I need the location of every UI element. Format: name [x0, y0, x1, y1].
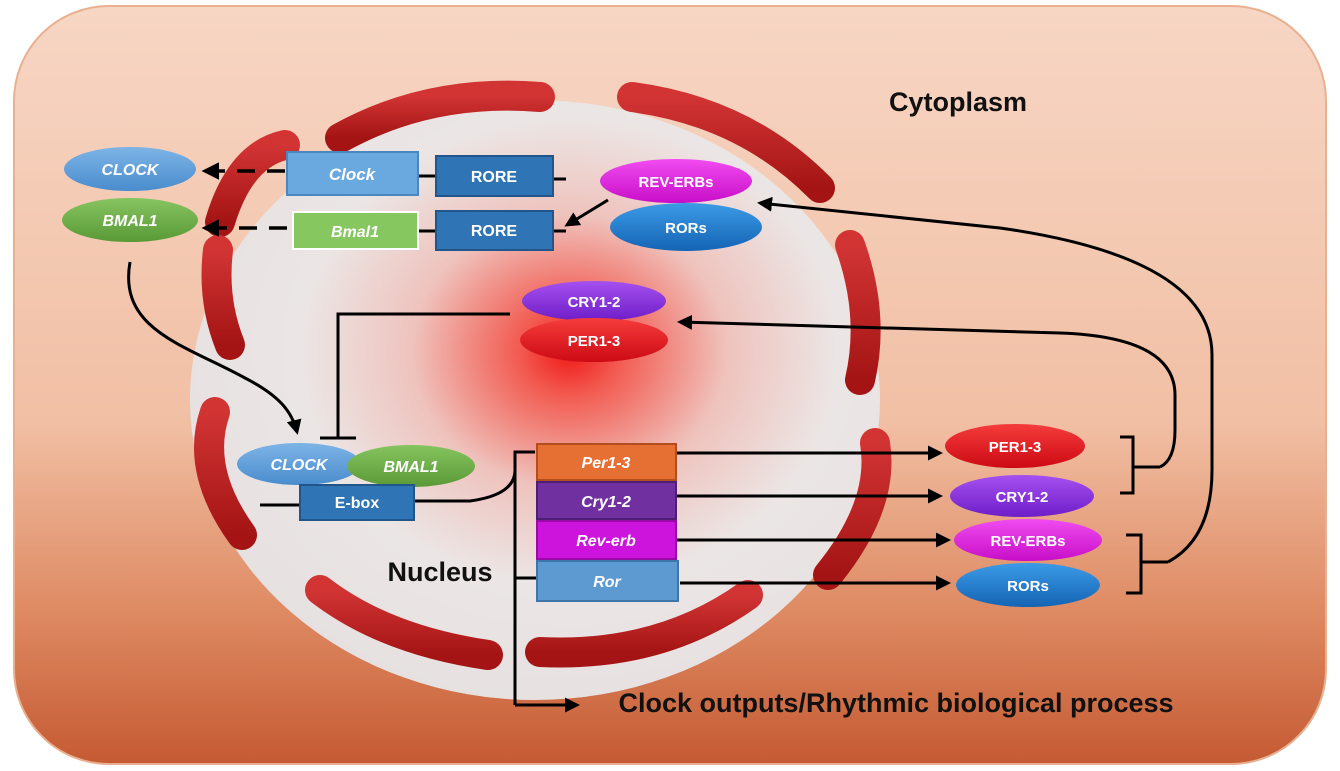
envelope-segment	[835, 230, 881, 395]
output-rors-protein: RORs	[956, 563, 1100, 607]
nuclear-envelope	[194, 80, 892, 670]
envelope-segment	[305, 575, 503, 670]
nuclear-per-label: PER1-3	[568, 333, 621, 350]
clock-complex-label: CLOCK	[271, 457, 329, 474]
rev-erb-gene-box: Rev-erb	[536, 520, 677, 560]
bmal1-gene-box: Bmal1	[292, 211, 419, 250]
bmal1-import-arrow	[127, 261, 302, 435]
connectors	[127, 162, 1214, 713]
rore-bottom-box: RORE	[435, 210, 554, 251]
per-gene-label: Per1-3	[582, 455, 631, 472]
outputs-label: Clock outputs/Rhythmic biological proces…	[618, 688, 1173, 718]
cry-gene-label: Cry1-2	[581, 494, 631, 511]
rore-top-label: RORE	[471, 169, 518, 186]
rev-ror-bracket	[1126, 533, 1168, 595]
cytoplasm-clock-label: CLOCK	[102, 162, 160, 179]
clock-gene-box: Clock	[286, 151, 419, 196]
rev-ror-feedback-arrow	[757, 196, 1214, 564]
cytoplasm-bmal1-protein: BMAL1	[62, 198, 198, 242]
envelope-segment	[325, 80, 555, 153]
cytoplasm-bmal1-label: BMAL1	[102, 213, 157, 230]
envelope-segment	[194, 397, 257, 550]
output-per-protein: PER1-3	[945, 424, 1085, 468]
nuclear-rors-protein: RORs	[610, 203, 762, 251]
output-per-label: PER1-3	[989, 439, 1042, 456]
rev-erbs-rore-arrow	[564, 198, 609, 227]
nuclear-cry-label: CRY1-2	[568, 294, 621, 311]
nuclear-rev-erbs-label: REV-ERBs	[638, 174, 713, 191]
ebox-bracket	[414, 450, 538, 705]
nuclear-rors-label: RORs	[665, 220, 707, 237]
nucleus-label: Nucleus	[387, 557, 492, 587]
envelope-segment	[813, 428, 892, 590]
output-rors-label: RORs	[1007, 578, 1049, 595]
ror-gene-box: Ror	[536, 560, 679, 602]
envelope-segment	[525, 580, 763, 668]
cry-per-inhibition	[336, 312, 510, 438]
nuclear-cry-protein: CRY1-2	[522, 281, 666, 321]
per-cry-bracket	[1120, 435, 1160, 495]
rore-bottom-label: RORE	[471, 223, 518, 240]
ebox-label: E-box	[335, 495, 380, 512]
per-gene-box: Per1-3	[536, 443, 677, 481]
clock-gene-label: Clock	[329, 165, 377, 184]
nuclear-per-protein: PER1-3	[520, 318, 668, 362]
bmal1-gene-label: Bmal1	[331, 224, 379, 241]
cytoplasm-label: Cytoplasm	[889, 87, 1027, 117]
output-cry-protein: CRY1-2	[950, 475, 1094, 517]
cry-gene-box: Cry1-2	[536, 481, 677, 520]
rore-top-box: RORE	[435, 155, 554, 197]
output-rev-erbs-protein: REV-ERBs	[954, 519, 1102, 561]
envelope-segment	[201, 235, 245, 360]
envelope-segment	[617, 82, 835, 203]
bmal1-complex-protein: BMAL1	[347, 445, 475, 487]
bmal1-complex-label: BMAL1	[383, 459, 438, 476]
rev-erb-gene-label: Rev-erb	[576, 533, 636, 550]
ror-gene-label: Ror	[593, 574, 621, 591]
clock-complex-protein: CLOCK	[237, 443, 361, 485]
nuclear-rev-erbs-protein: REV-ERBs	[600, 159, 752, 203]
output-rev-erbs-label: REV-ERBs	[990, 533, 1065, 550]
per-cry-feedback-arrow	[677, 314, 1177, 469]
cytoplasm-clock-protein: CLOCK	[64, 147, 196, 191]
ebox-box: E-box	[299, 484, 415, 521]
output-cry-label: CRY1-2	[996, 489, 1049, 506]
